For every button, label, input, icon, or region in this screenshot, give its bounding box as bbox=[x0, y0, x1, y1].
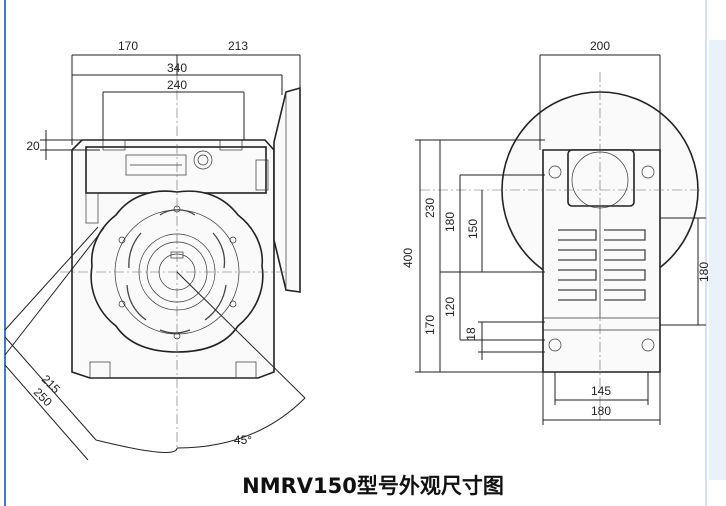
shaft-boss bbox=[567, 149, 635, 207]
dim-240: 240 bbox=[167, 78, 187, 92]
top-lug-left bbox=[102, 139, 126, 151]
dim-200: 200 bbox=[590, 39, 610, 53]
dim-145: 145 bbox=[591, 384, 611, 398]
dim-18: 18 bbox=[464, 327, 478, 341]
front-view: 170 213 340 240 20 215 250 bbox=[4, 39, 306, 461]
frame-right-strip bbox=[709, 40, 726, 480]
dim-45-deg: 45° bbox=[234, 433, 252, 447]
dim-213: 213 bbox=[228, 39, 248, 53]
top-cover bbox=[85, 146, 267, 194]
dim-120: 120 bbox=[443, 297, 457, 317]
side-view: 200 400 230 180 150 170 120 18 bbox=[401, 39, 711, 425]
dim-230: 230 bbox=[423, 198, 437, 218]
foot-right bbox=[235, 361, 257, 379]
dim-180-bottom: 180 bbox=[591, 404, 611, 418]
dim-170-vertical: 170 bbox=[423, 315, 437, 335]
dim-400: 400 bbox=[401, 248, 415, 268]
dim-340: 340 bbox=[167, 61, 187, 75]
dim-20: 20 bbox=[26, 139, 40, 153]
cooling-fins bbox=[558, 229, 646, 301]
dim-180-vertical: 180 bbox=[443, 212, 457, 232]
top-lug-right bbox=[219, 139, 243, 151]
dim-170: 170 bbox=[118, 39, 138, 53]
foot-left bbox=[89, 361, 111, 379]
drawing-title: NMRV150型号外观尺寸图 bbox=[242, 474, 504, 498]
dim-180-right: 180 bbox=[697, 262, 711, 282]
worm-shaft-housing bbox=[125, 154, 187, 176]
motor-flange bbox=[273, 86, 301, 293]
dim-150: 150 bbox=[466, 219, 480, 239]
oil-plug bbox=[193, 150, 213, 170]
flange-slots bbox=[126, 209, 227, 334]
